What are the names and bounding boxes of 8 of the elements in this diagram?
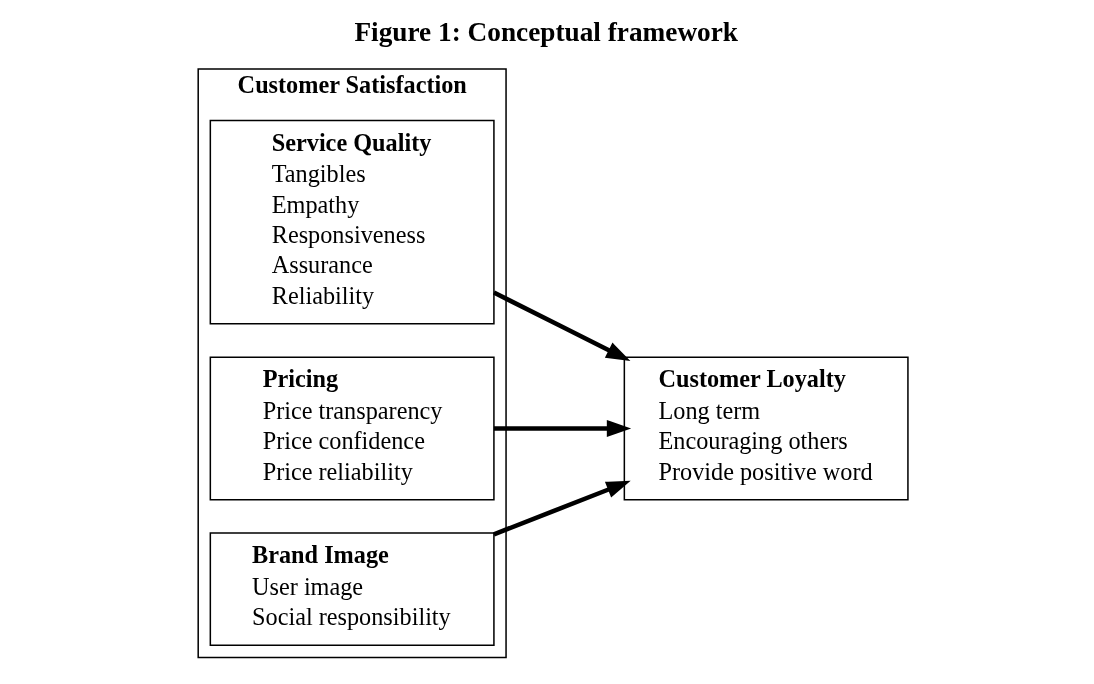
arrow — [493, 480, 631, 537]
node-box: Brand Image User image Social responsibility — [209, 532, 495, 647]
diagram-title: Figure 1: Conceptual framework — [354, 16, 739, 47]
node-box: Service Quality Tangibles Empathy Responsiveness Assurance Reliability — [209, 119, 495, 325]
node-box: Customer Loyalty Long term Encouraging others Provide positive word — [623, 356, 909, 501]
arrow — [492, 290, 631, 362]
node-box: Pricing Price transparency Price confidence Price reliability — [209, 356, 495, 501]
arrow — [493, 419, 632, 437]
